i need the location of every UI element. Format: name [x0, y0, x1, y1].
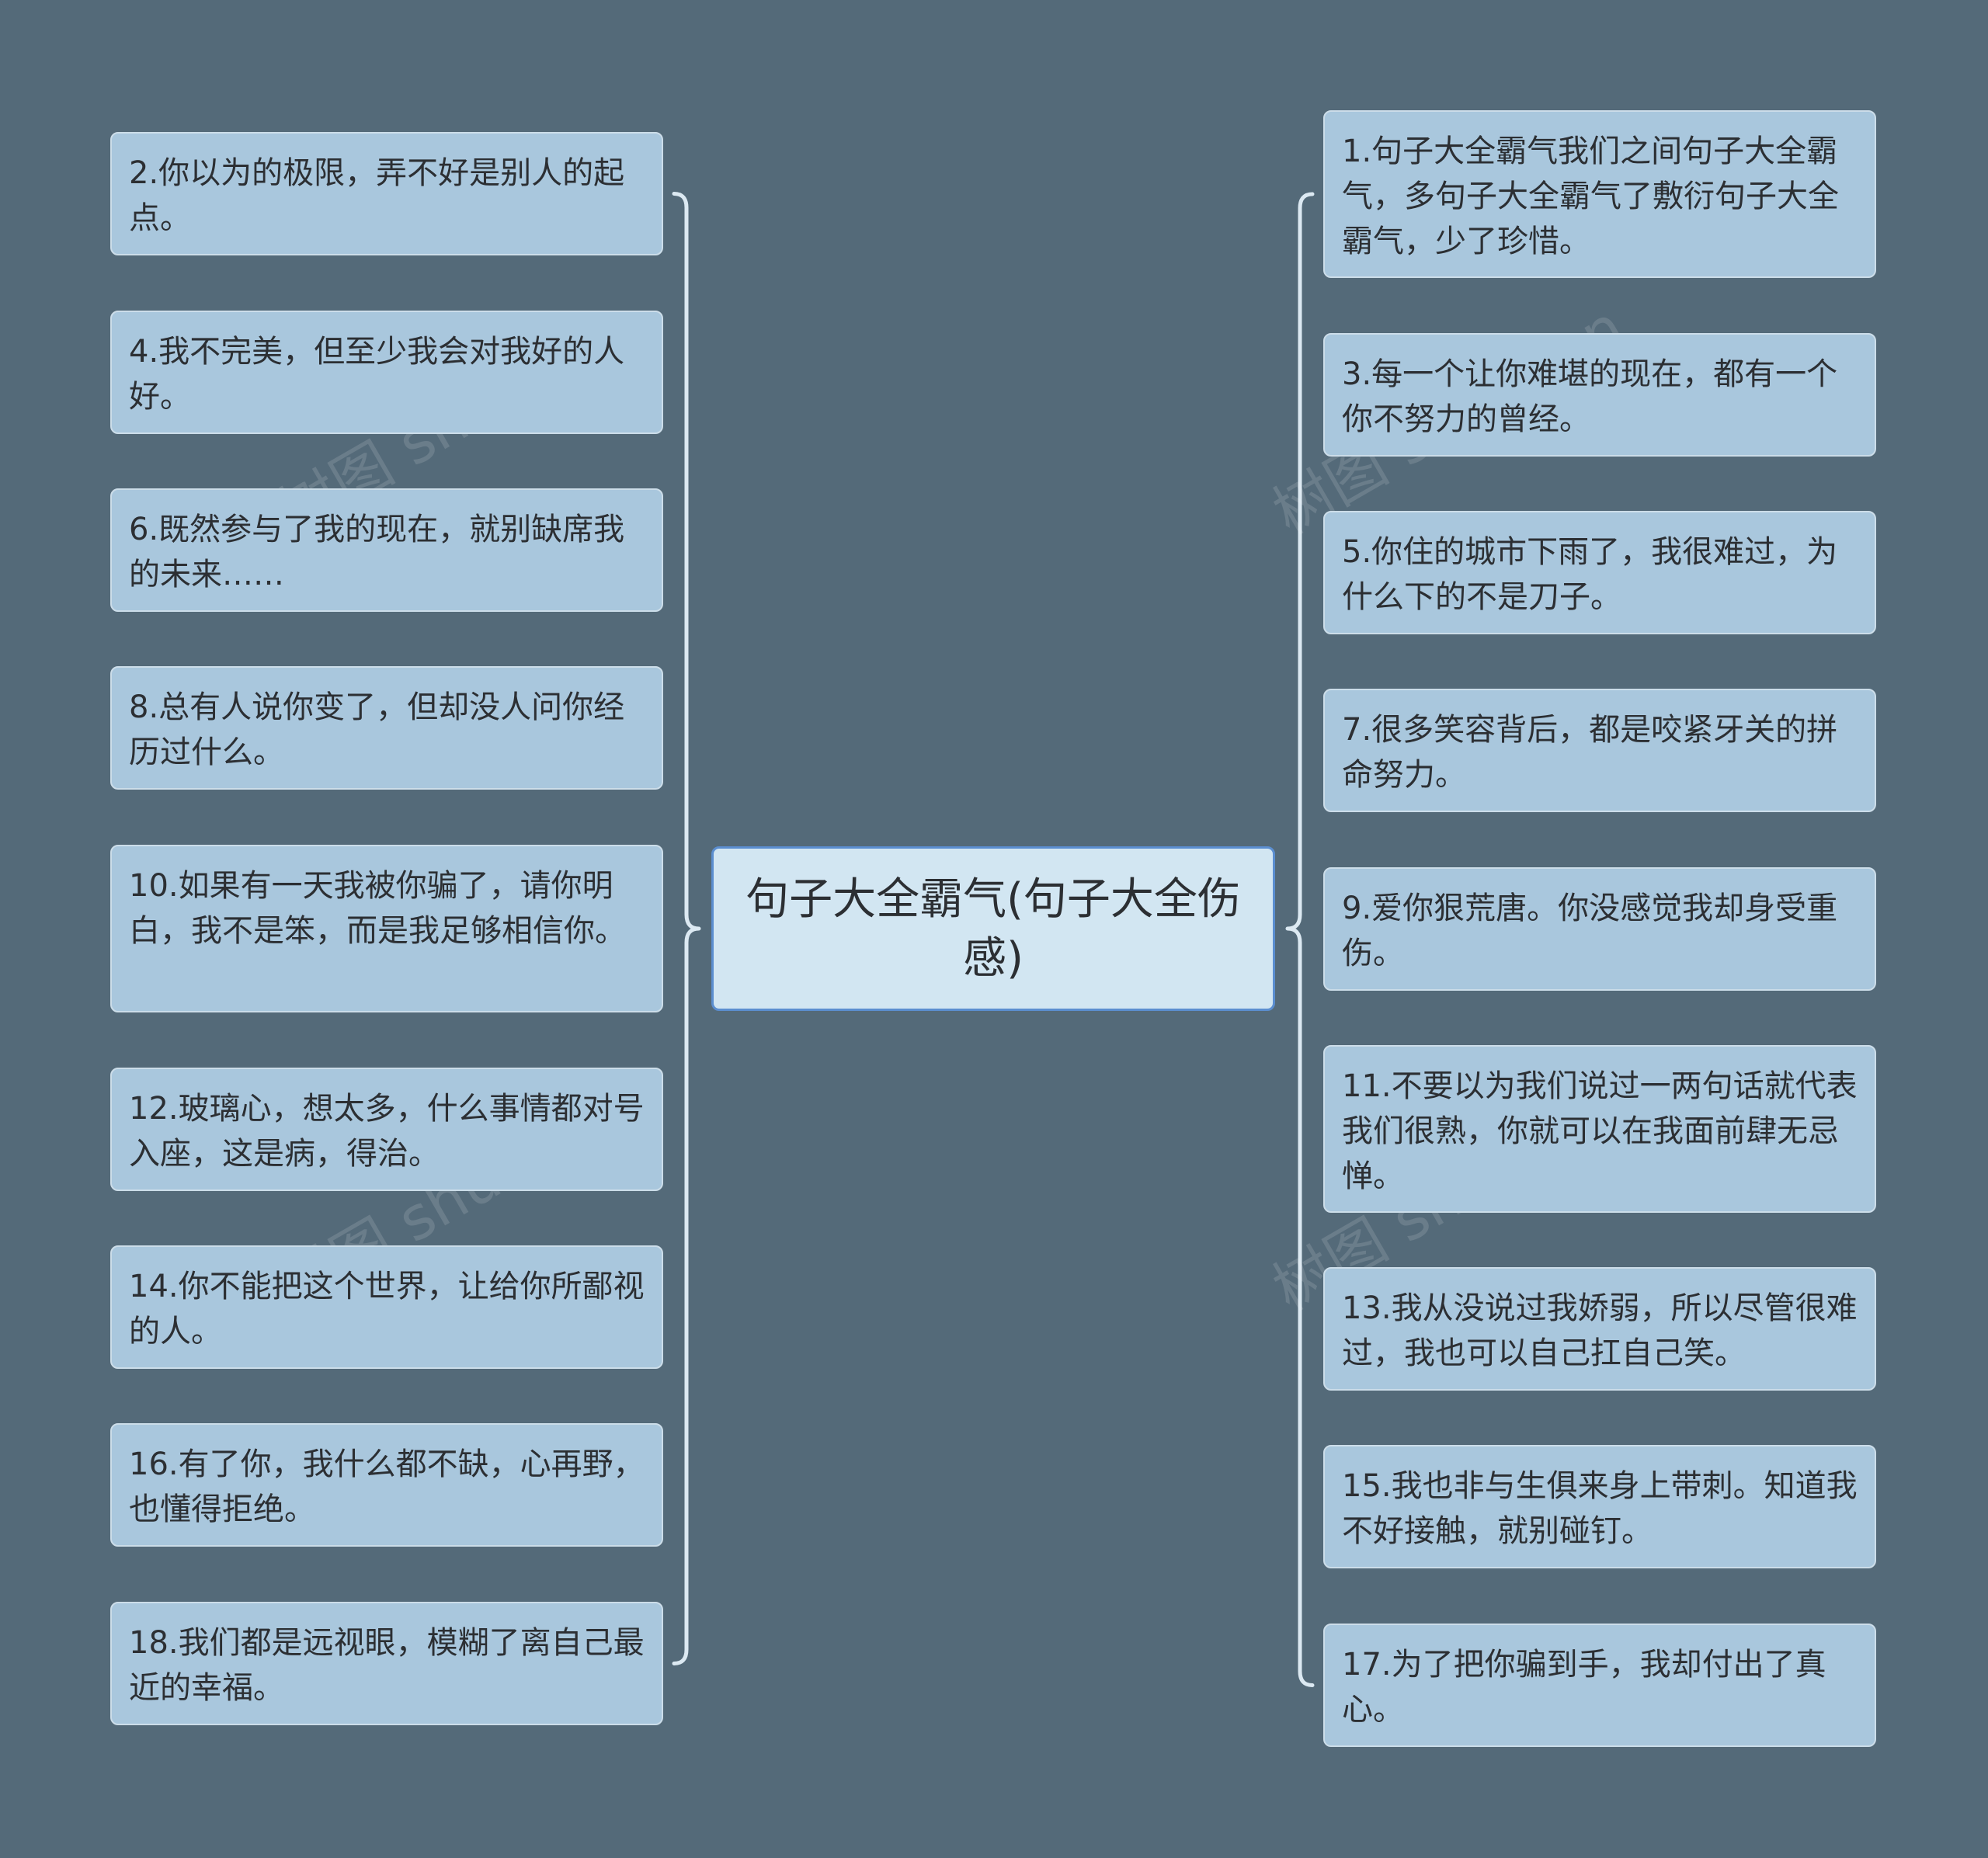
left-bracket-connector: [672, 192, 701, 1665]
left-node[interactable]: 6.既然参与了我的现在，就别缺席我的未来……: [110, 488, 663, 612]
left-node[interactable]: 2.你以为的极限，弄不好是别人的起点。: [110, 132, 663, 255]
central-topic[interactable]: 句子大全霸气(句子大全伤感): [711, 846, 1275, 1011]
left-node[interactable]: 8.总有人说你变了，但却没人问你经历过什么。: [110, 666, 663, 790]
left-node[interactable]: 16.有了你，我什么都不缺，心再野，也懂得拒绝。: [110, 1423, 663, 1547]
right-node[interactable]: 11.不要以为我们说过一两句话就代表我们很熟，你就可以在我面前肆无忌惮。: [1323, 1045, 1876, 1213]
left-node[interactable]: 18.我们都是远视眼，模糊了离自己最近的幸福。: [110, 1602, 663, 1725]
right-node[interactable]: 9.爱你狠荒唐。你没感觉我却身受重伤。: [1323, 867, 1876, 991]
right-node[interactable]: 3.每一个让你难堪的现在，都有一个你不努力的曾经。: [1323, 333, 1876, 457]
left-node[interactable]: 14.你不能把这个世界，让给你所鄙视的人。: [110, 1245, 663, 1369]
right-node[interactable]: 5.你住的城市下雨了，我很难过，为什么下的不是刀子。: [1323, 511, 1876, 634]
left-node[interactable]: 4.我不完美，但至少我会对我好的人好。: [110, 311, 663, 434]
right-node[interactable]: 17.为了把你骗到手，我却付出了真心。: [1323, 1624, 1876, 1747]
left-node[interactable]: 12.玻璃心，想太多，什么事情都对号入座，这是病，得治。: [110, 1068, 663, 1191]
right-node[interactable]: 13.我从没说过我娇弱，所以尽管很难过，我也可以自己扛自己笑。: [1323, 1267, 1876, 1391]
right-node[interactable]: 15.我也非与生俱来身上带刺。知道我不好接触，就别碰钉。: [1323, 1445, 1876, 1568]
right-node[interactable]: 1.句子大全霸气我们之间句子大全霸气，多句子大全霸气了敷衍句子大全霸气，少了珍惜…: [1323, 110, 1876, 278]
right-bracket-connector: [1285, 192, 1315, 1687]
right-node[interactable]: 7.很多笑容背后，都是咬紧牙关的拼命努力。: [1323, 689, 1876, 812]
left-node[interactable]: 10.如果有一天我被你骗了，请你明白，我不是笨，而是我足够相信你。: [110, 845, 663, 1012]
